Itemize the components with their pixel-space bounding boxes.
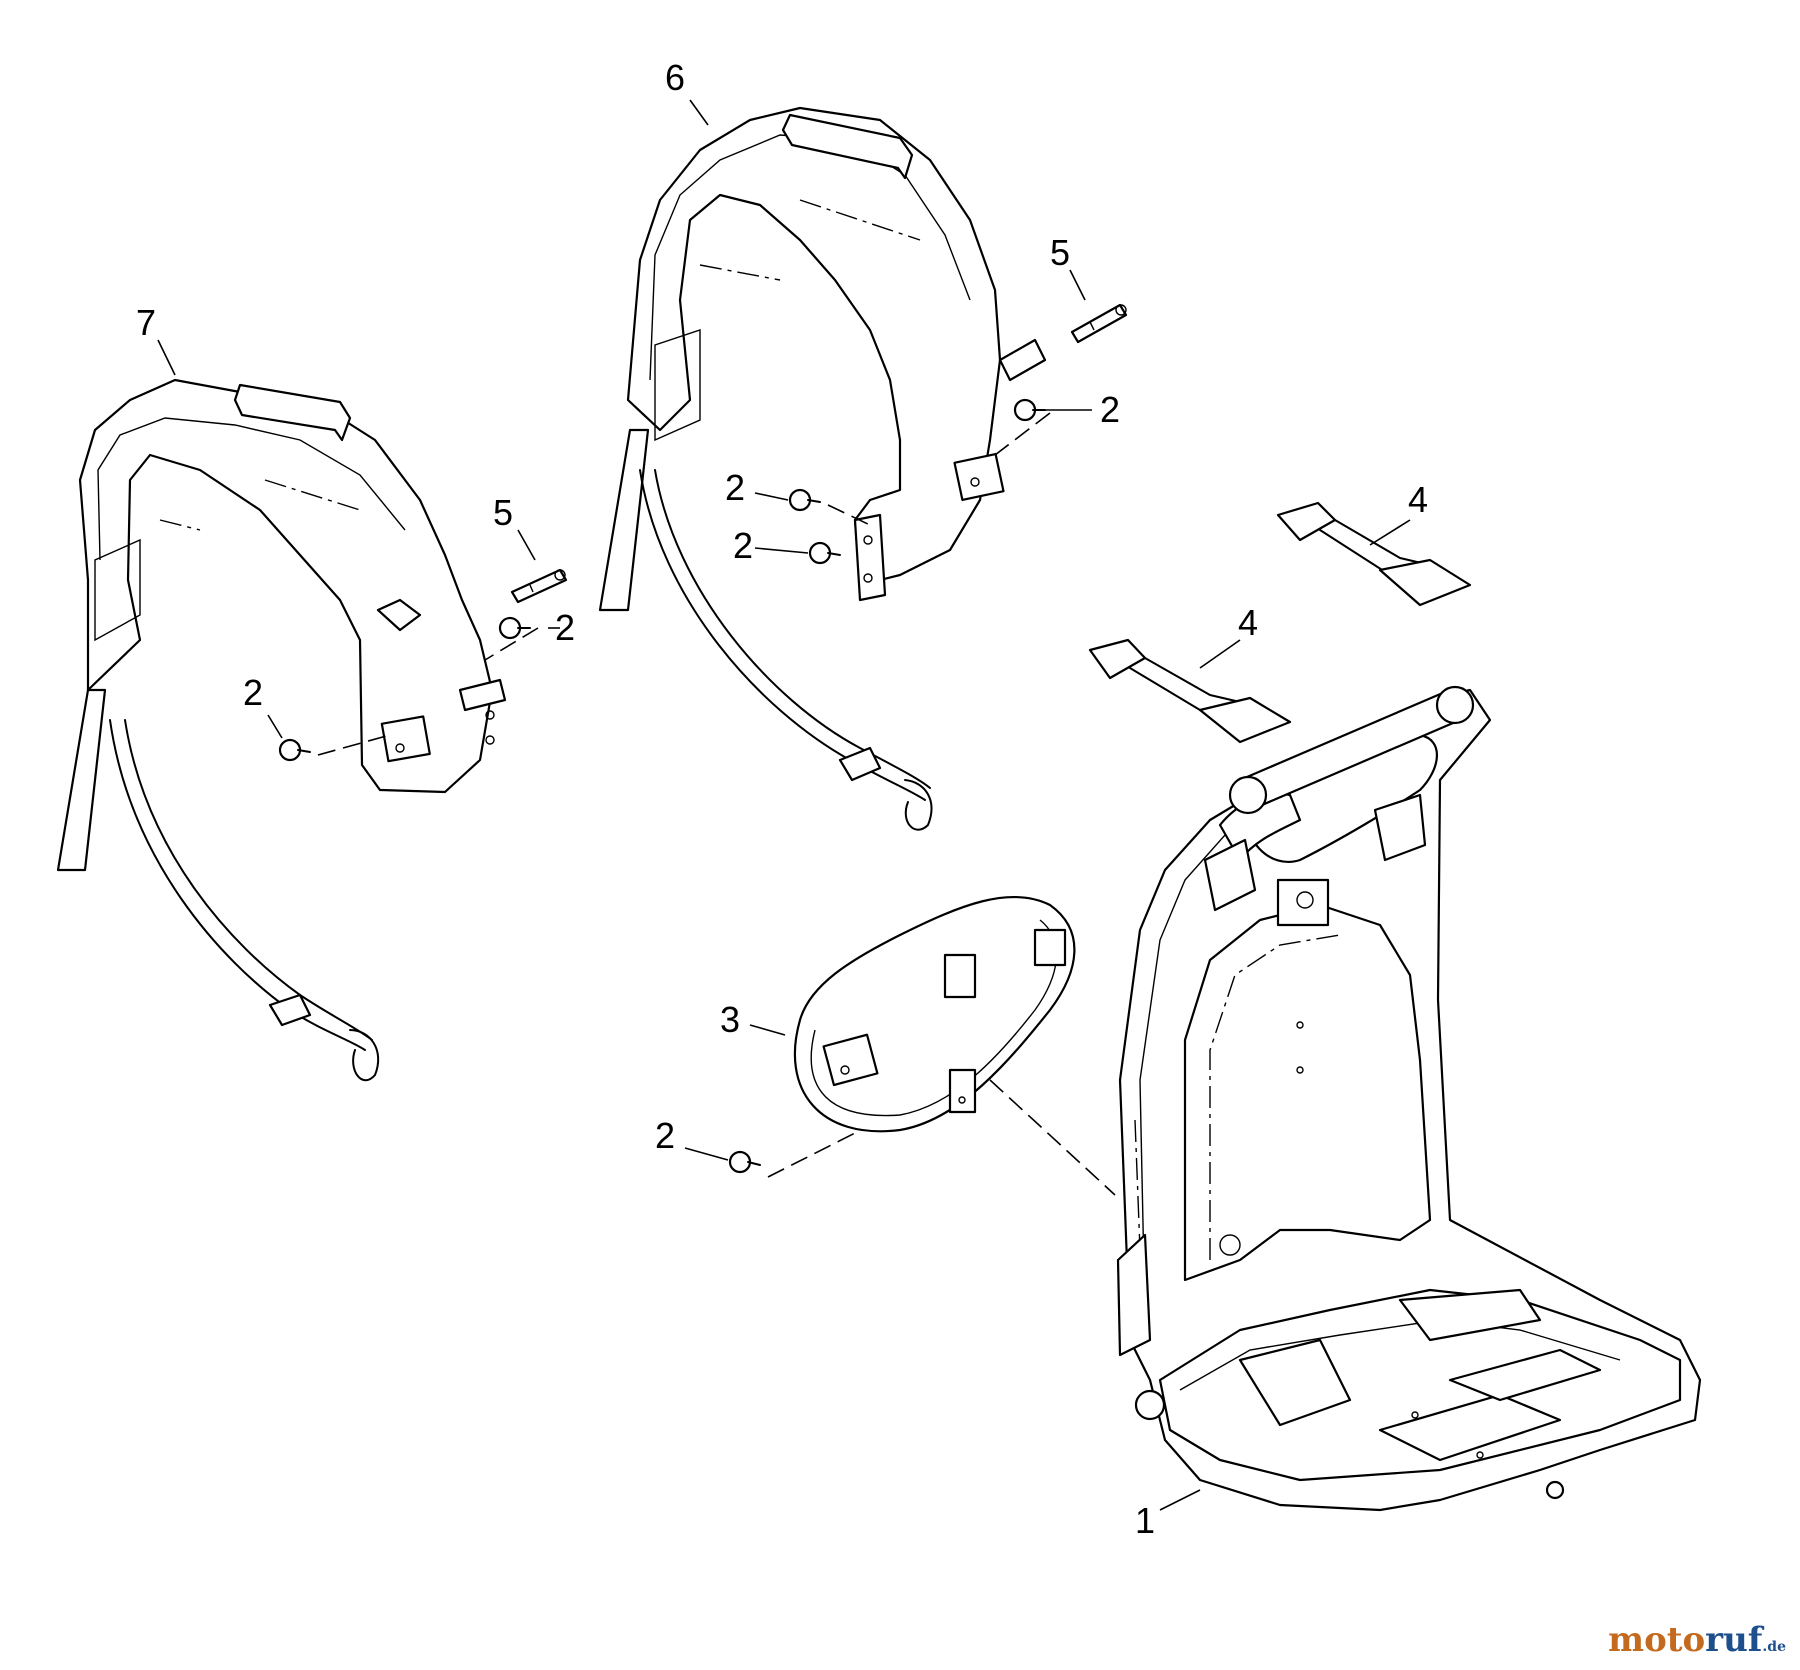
screw-right-low [808, 541, 841, 565]
leader-lines [157, 99, 1411, 1511]
callout-2-left-lower: 2 [243, 672, 263, 713]
screw-left-upper [498, 616, 531, 640]
callout-3: 3 [720, 999, 740, 1040]
part-4-buckle-strap-lower [1088, 638, 1292, 744]
callout-5-right: 5 [1050, 232, 1070, 273]
callout-4-upper: 4 [1408, 479, 1428, 520]
callout-5-left: 5 [493, 492, 513, 533]
callout-6: 6 [665, 57, 685, 98]
callout-4-lower: 4 [1238, 602, 1258, 643]
callout-1: 1 [1135, 1500, 1155, 1541]
watermark-part3: .de [1762, 1639, 1786, 1655]
part-5-pin-right [1070, 303, 1128, 344]
watermark-logo: motoruf.de [1608, 1620, 1786, 1660]
part-3-back-pad [793, 895, 1076, 1133]
part-6-shoulder-strap-right [598, 106, 1047, 831]
callout-7: 7 [136, 302, 156, 343]
part-7-shoulder-strap-left [56, 378, 507, 1082]
callout-2-pad: 2 [655, 1115, 675, 1156]
part-5-pin-left [510, 568, 568, 604]
callout-2-right-mid: 2 [725, 467, 745, 508]
callout-2-left-upper: 2 [555, 607, 575, 648]
callout-2-right-upper: 2 [1100, 389, 1120, 430]
part-1-backpack-frame [1116, 685, 1702, 1512]
watermark-part2: ruf [1705, 1620, 1763, 1660]
screw-left-lower [278, 738, 311, 762]
assembly-lines [317, 412, 1116, 1196]
screw-pad [728, 1150, 761, 1174]
callouts: 7 6 5 5 2 2 2 2 2 4 4 3 2 1 [136, 57, 1428, 1541]
screw-right-mid [788, 488, 821, 512]
callout-2-right-low: 2 [733, 525, 753, 566]
part-4-buckle-strap-upper [1276, 501, 1472, 607]
watermark-part1: moto [1608, 1620, 1706, 1660]
part-2-screws [278, 398, 1046, 1174]
